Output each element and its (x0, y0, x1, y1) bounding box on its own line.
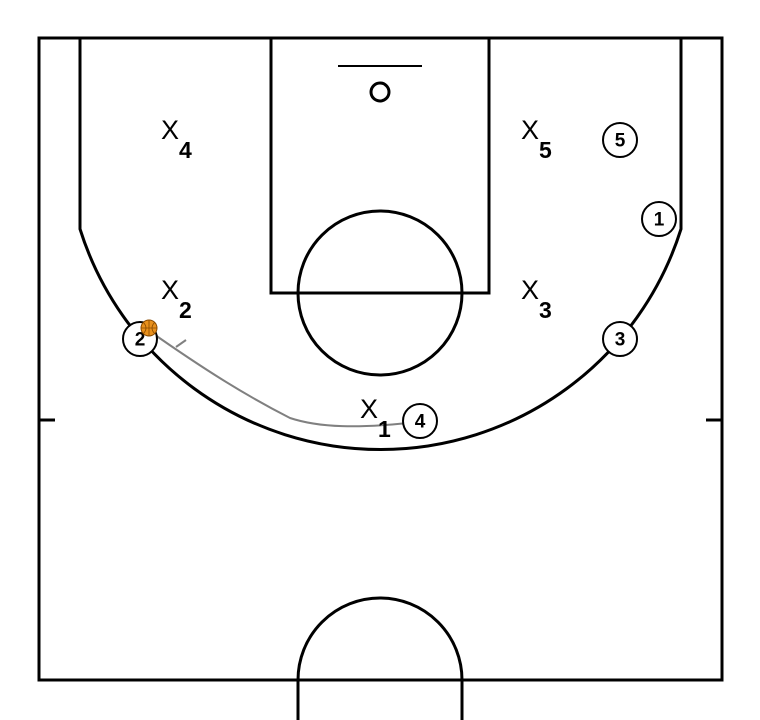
svg-text:X: X (521, 275, 539, 305)
svg-text:X: X (161, 115, 179, 145)
svg-text:3: 3 (539, 297, 552, 323)
defender-x2: X 2 (161, 275, 192, 323)
cut-path (147, 329, 409, 428)
svg-text:1: 1 (378, 416, 391, 442)
defender-x4: X 4 (161, 115, 192, 163)
center-circle (296, 596, 464, 720)
svg-text:4: 4 (179, 137, 192, 163)
offense-player-4: 4 (402, 403, 438, 439)
free-throw-lane (269, 36, 491, 295)
svg-text:1: 1 (654, 210, 665, 231)
basket-rim (369, 81, 391, 103)
svg-text:2: 2 (135, 330, 146, 351)
screen-line-icon (175, 339, 187, 348)
svg-text:4: 4 (415, 412, 426, 433)
basketball-icon (140, 319, 158, 337)
offense-player-1: 1 (641, 201, 677, 237)
svg-text:5: 5 (539, 137, 552, 163)
defender-x1: X 1 (360, 394, 391, 442)
svg-text:2: 2 (179, 297, 192, 323)
svg-text:3: 3 (615, 330, 626, 351)
defender-x3: X 3 (521, 275, 552, 323)
free-throw-circle (296, 209, 464, 377)
svg-text:X: X (360, 394, 378, 424)
offense-player-5: 5 (602, 122, 638, 158)
svg-text:5: 5 (615, 131, 626, 152)
offense-player-3: 3 (602, 321, 638, 357)
svg-text:X: X (521, 115, 539, 145)
defender-x5: X 5 (521, 115, 552, 163)
svg-text:X: X (161, 275, 179, 305)
